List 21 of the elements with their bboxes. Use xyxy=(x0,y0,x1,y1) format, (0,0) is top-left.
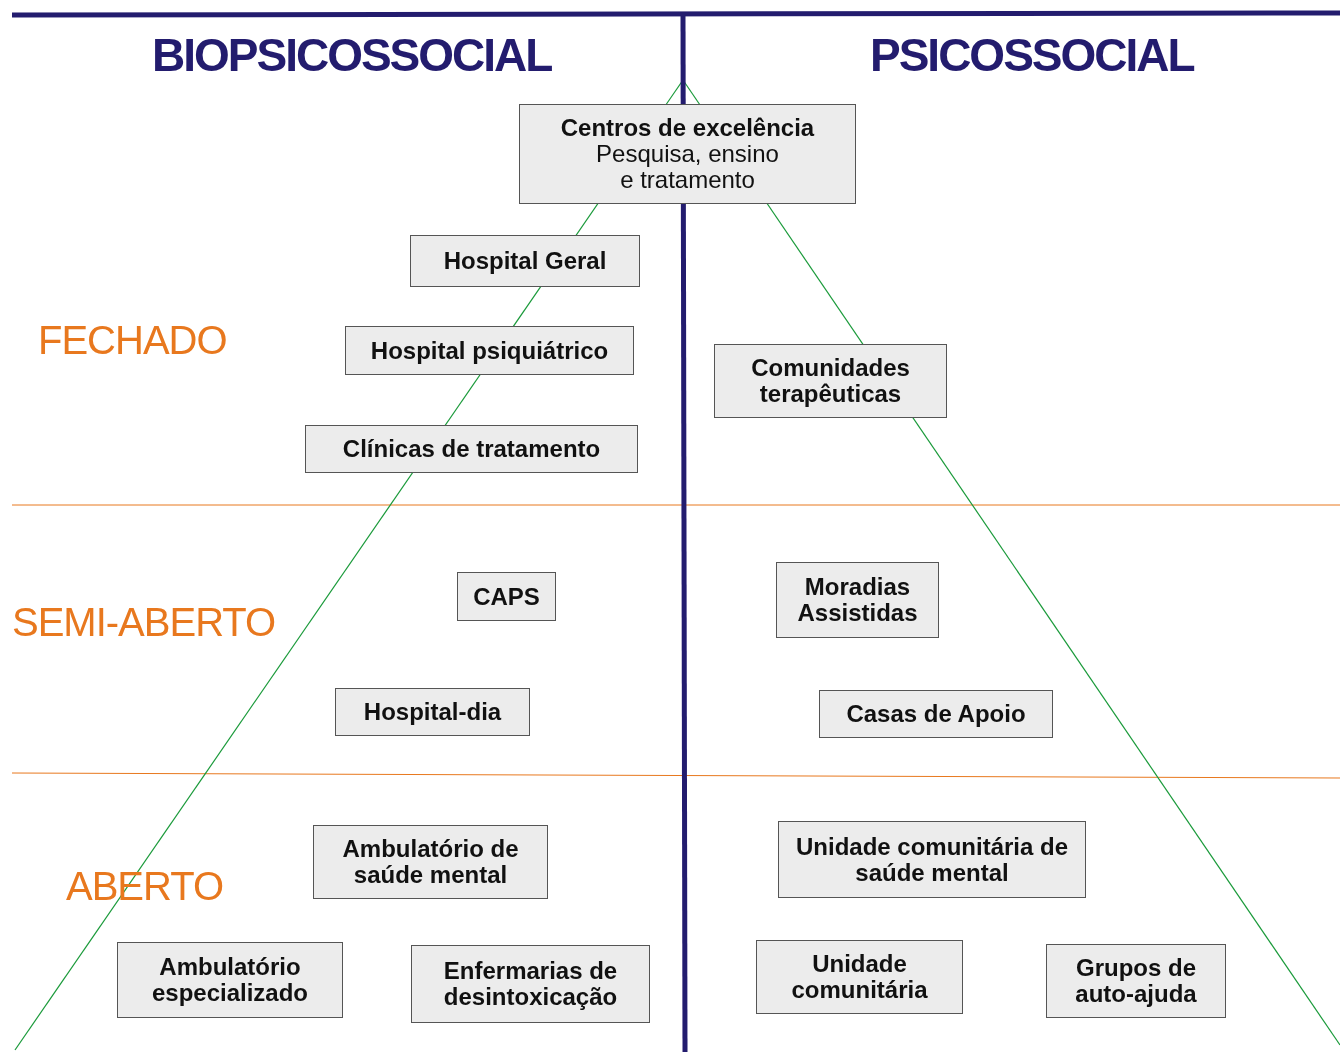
category-box: Ambulatório especializado xyxy=(117,942,343,1018)
category-box: Hospital-dia xyxy=(335,688,530,736)
category-box: Clínicas de tratamento xyxy=(305,425,638,473)
zone-label: SEMI-ABERTO xyxy=(12,600,276,645)
category-box: Hospital psiquiátrico xyxy=(345,326,634,375)
category-box: Hospital Geral xyxy=(410,235,640,287)
category-box: Grupos de auto-ajuda xyxy=(1046,944,1226,1018)
category-box: Unidade comunitária de saúde mental xyxy=(778,821,1086,898)
column-heading: PSICOSSOCIAL xyxy=(870,28,1194,82)
category-box xyxy=(519,104,856,204)
category-box: Moradias Assistidas xyxy=(776,562,939,638)
zone-label: FECHADO xyxy=(38,318,227,363)
category-box: Unidade comunitária xyxy=(756,940,963,1014)
category-box: Ambulatório de saúde mental xyxy=(313,825,548,899)
category-box: CAPS xyxy=(457,572,556,621)
column-heading: BIOPSICOSSOCIAL xyxy=(152,28,552,82)
box-subtext: Pesquisa, ensino e tratamento xyxy=(595,141,780,193)
box-heading: Centros de excelência xyxy=(559,115,816,141)
category-box: Enfermarias de desintoxicação xyxy=(411,945,650,1023)
category-box: Casas de Apoio xyxy=(819,690,1053,738)
category-box: Comunidades terapêuticas xyxy=(714,344,947,418)
